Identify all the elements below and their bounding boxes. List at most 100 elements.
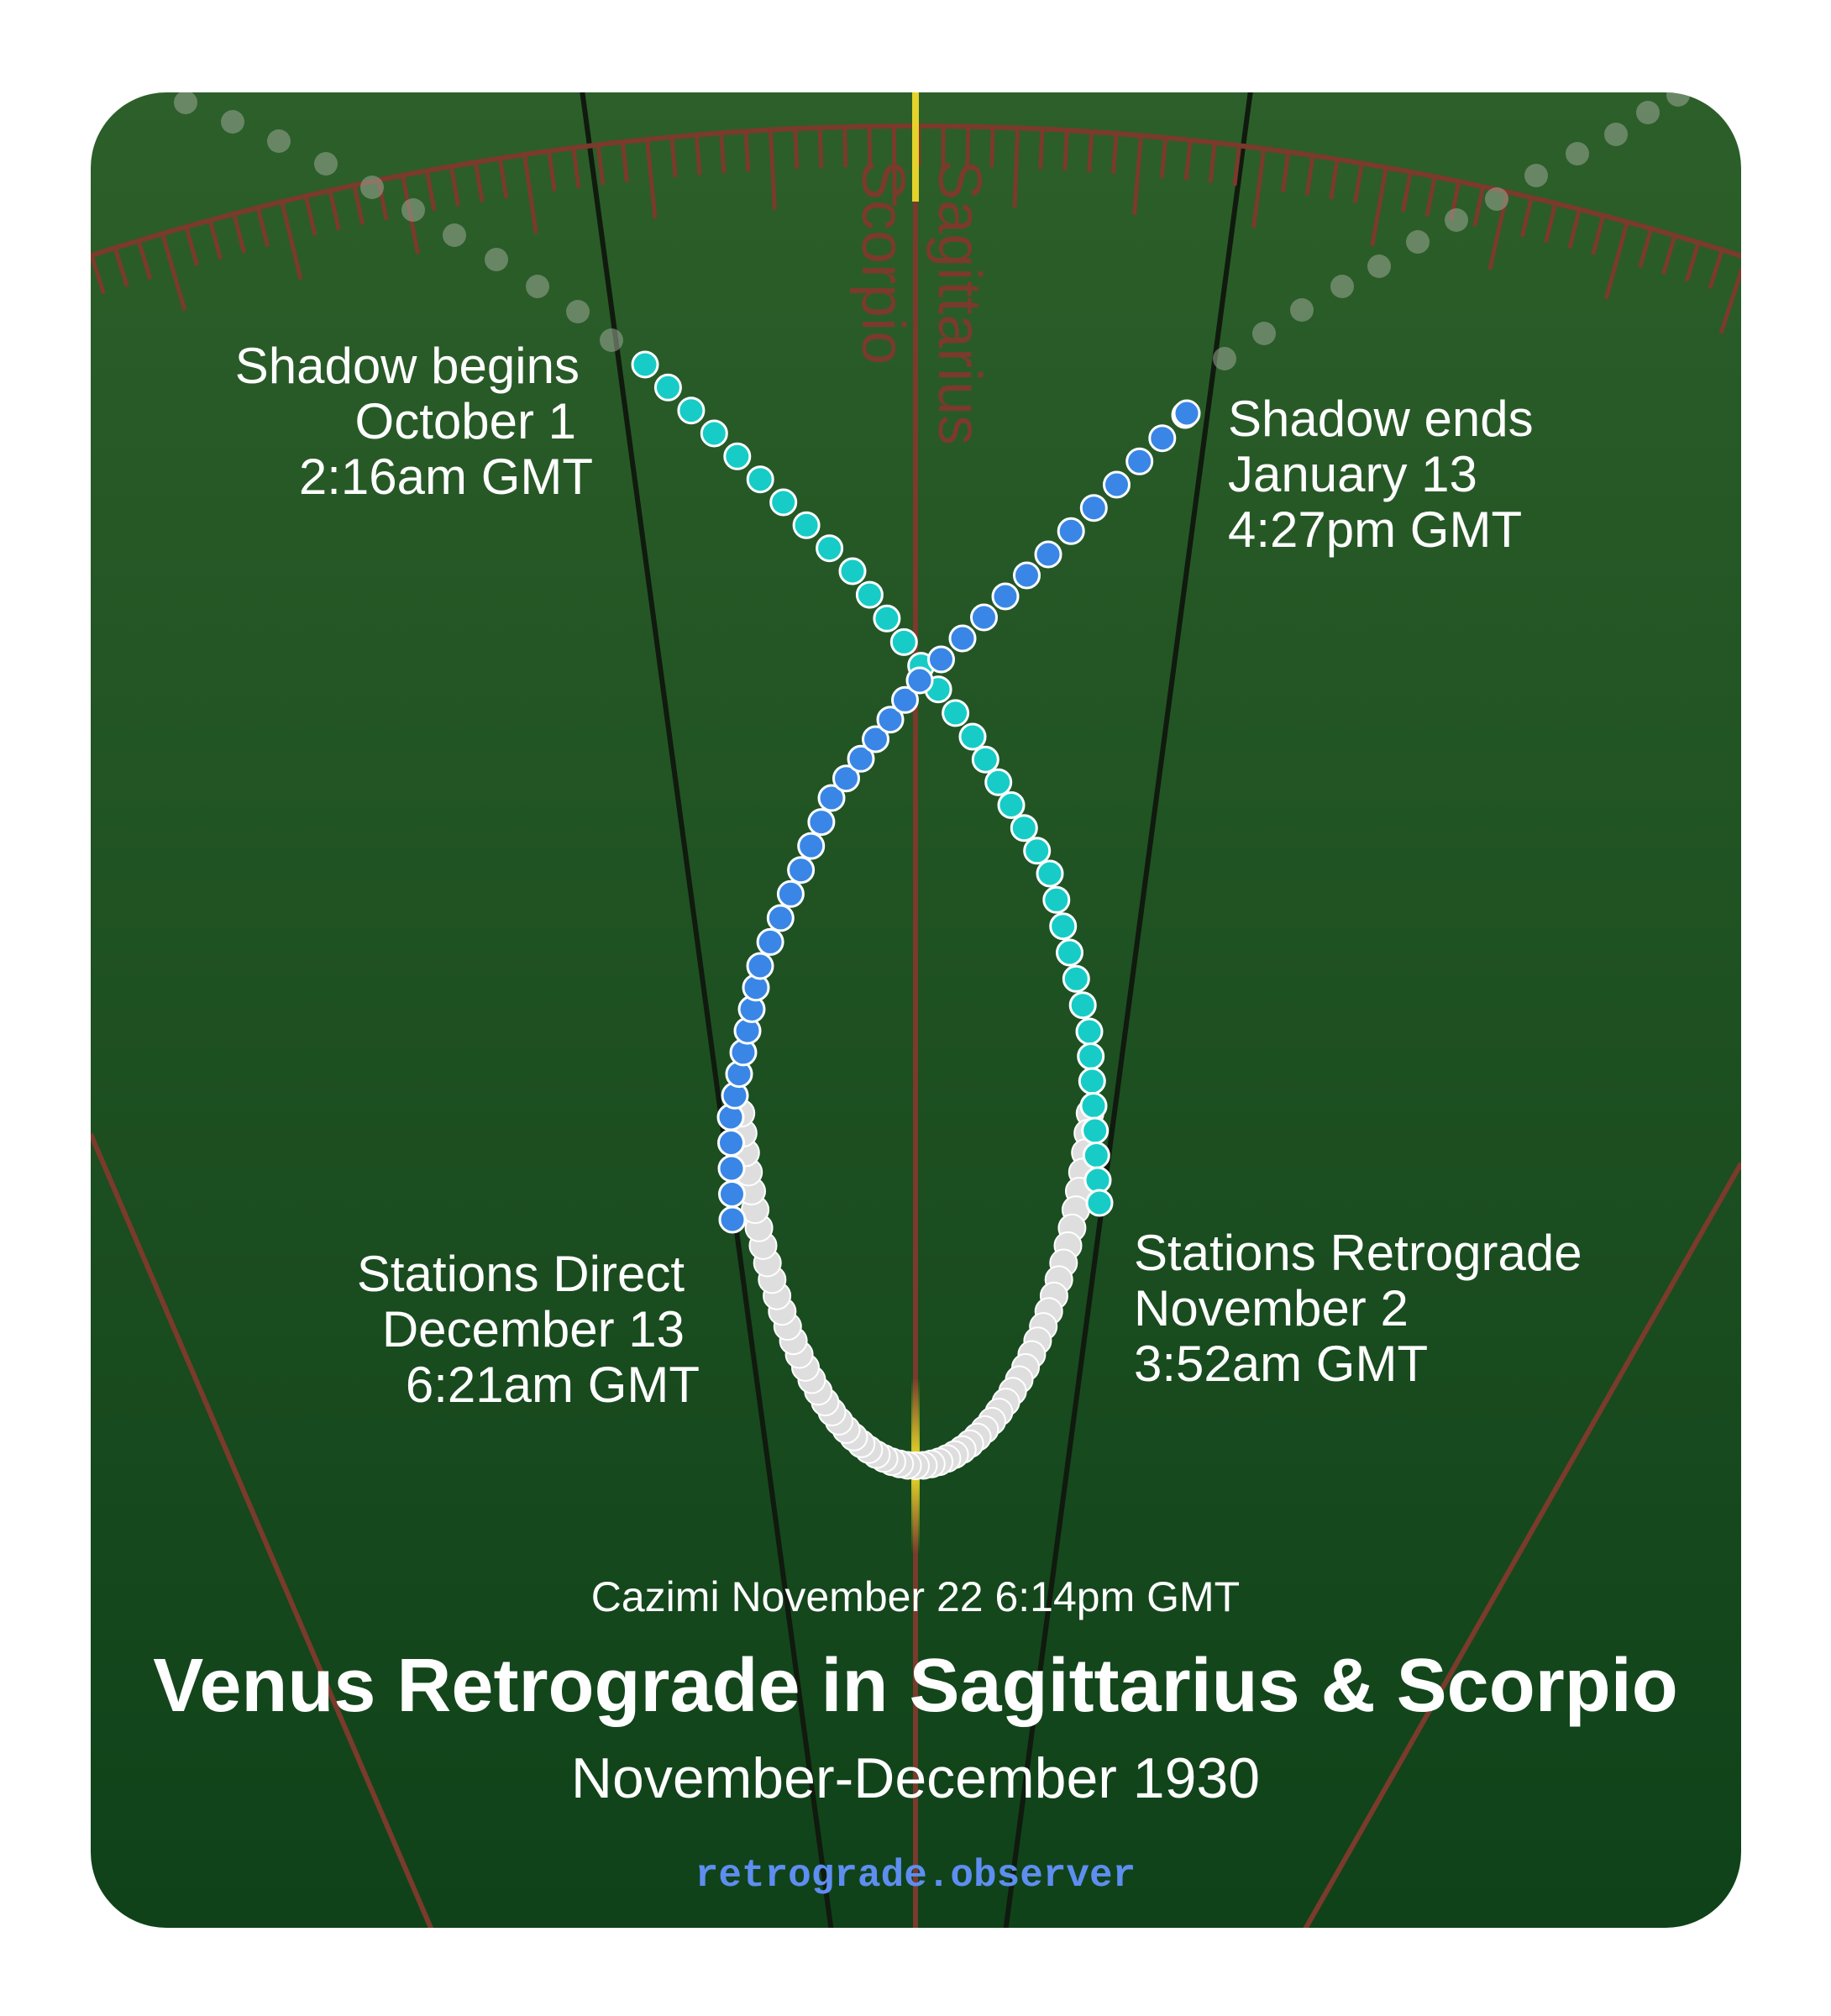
path-dot-pre-shadow — [855, 580, 884, 609]
path-dot-pre-shadow — [1079, 1092, 1108, 1120]
path-dot-pre-shadow — [700, 419, 728, 448]
ecliptic-tick — [1159, 137, 1168, 178]
path-dot-post-shadow — [746, 952, 774, 980]
ecliptic-tick — [91, 255, 107, 295]
ecliptic-tick — [817, 127, 824, 169]
faint-dot — [1524, 164, 1548, 187]
path-dot-post-shadow — [891, 685, 919, 714]
ecliptic-tick — [255, 207, 270, 248]
path-dot-pre-shadow — [1049, 912, 1078, 941]
path-dot-pre-shadow — [1085, 1189, 1114, 1217]
faint-dot — [1252, 322, 1276, 345]
faint-dot — [360, 176, 384, 199]
path-dot-post-shadow — [847, 744, 875, 773]
ecliptic-tick — [207, 219, 223, 260]
path-dot-pre-shadow — [1068, 991, 1097, 1020]
ecliptic-tick — [303, 195, 317, 236]
ecliptic-tick — [941, 126, 946, 167]
cazimi-label: Cazimi November 22 6:14pm GMT — [591, 1573, 1240, 1620]
ecliptic-tick — [1251, 148, 1267, 228]
path-dot-pre-shadow — [997, 791, 1026, 819]
path-dot-post-shadow — [717, 1129, 745, 1157]
faint-dot — [1213, 347, 1236, 370]
ecliptic-tick — [595, 144, 606, 186]
stations-retrograde-date: November 2 — [1134, 1280, 1409, 1336]
label-stations-direct: Stations Direct December 13 6:21am GMT — [357, 1246, 700, 1413]
shadow-ends-time: 4:27pm GMT — [1228, 501, 1522, 558]
path-dot-pre-shadow — [723, 442, 752, 470]
path-dot-pre-shadow — [1078, 1067, 1106, 1095]
stations-direct-date: December 13 — [382, 1301, 685, 1357]
ecliptic-tick — [497, 158, 509, 199]
ecliptic-tick — [184, 226, 200, 266]
path-dot-post-shadow — [766, 904, 795, 932]
path-dot-pre-shadow — [631, 350, 659, 379]
boundary-line-left — [579, 92, 834, 1928]
path-dot-pre-shadow — [971, 745, 999, 774]
ecliptic-tick — [68, 263, 81, 302]
faint-dot — [401, 198, 425, 222]
faint-dot — [1636, 101, 1660, 124]
faint-dot — [221, 110, 244, 134]
faint-dot — [1367, 255, 1391, 278]
ecliptic-tick — [1591, 214, 1606, 255]
path-dot-pre-shadow — [889, 627, 918, 656]
path-dot-post-shadow — [991, 582, 1020, 611]
ecliptic-tick — [280, 201, 303, 281]
path-dot-post-shadow — [970, 603, 998, 632]
ecliptic-tick — [989, 127, 995, 168]
page-title: Venus Retrograde in Sagittarius & Scorpi… — [153, 1644, 1677, 1728]
ecliptic-tick — [1708, 249, 1724, 290]
ecliptic-tick — [1038, 129, 1045, 170]
faint-dot — [566, 300, 590, 323]
shadow-begins-time: 2:16am GMT — [299, 449, 593, 505]
page-subtitle: November-December 1930 — [571, 1746, 1260, 1810]
path-dot-pre-shadow — [1083, 1166, 1112, 1194]
ecliptic-tick — [1012, 128, 1020, 208]
ecliptic-tick — [891, 126, 897, 207]
ecliptic-tick — [1684, 242, 1701, 282]
label-shadow-ends: Shadow ends January 13 4:27pm GMT — [1228, 391, 1534, 558]
path-dot-post-shadow — [1148, 424, 1177, 453]
ecliptic-tick — [1304, 155, 1315, 196]
path-dot-post-shadow — [787, 856, 816, 885]
ecliptic-tick — [1352, 162, 1364, 204]
sign-label-scorpio: Scorpio — [849, 160, 916, 365]
ecliptic-tick — [328, 190, 341, 231]
path-dot-post-shadow — [797, 832, 826, 860]
path-dot-post-shadow — [1125, 447, 1154, 475]
path-dot-pre-shadow — [1056, 938, 1083, 967]
stations-retrograde-time: 3:52am GMT — [1134, 1336, 1428, 1392]
path-dot-pre-shadow — [653, 373, 682, 402]
ecliptic-tick — [645, 139, 658, 219]
path-dot-post-shadow — [718, 1205, 747, 1234]
ecliptic-tick — [473, 161, 485, 202]
faint-dot — [174, 92, 197, 114]
path-dot-pre-shadow — [1036, 859, 1064, 888]
path-dot-pre-shadow — [1023, 837, 1052, 865]
path-dot-post-shadow — [948, 624, 977, 653]
path-dot-pre-shadow — [873, 604, 901, 633]
path-dot-post-shadow — [832, 764, 860, 793]
ecliptic-tick — [1132, 135, 1143, 216]
venus-path-dots — [631, 350, 1201, 1480]
faint-dot — [1330, 275, 1354, 298]
ecliptic-tick — [1519, 197, 1534, 238]
path-dot-post-shadow — [776, 879, 805, 908]
path-dot-pre-shadow — [838, 557, 867, 585]
path-dot-pre-shadow — [1077, 1042, 1105, 1070]
faint-dot — [1290, 298, 1314, 322]
sign-boundary-lines — [91, 92, 1741, 1928]
ecliptic-tick — [136, 239, 153, 281]
ecliptic-tick — [719, 133, 727, 174]
ecliptic-tick — [352, 185, 365, 226]
boundary-line-right — [1003, 92, 1254, 1928]
path-dot-post-shadow — [756, 927, 784, 956]
shadow-begins-date: October 1 — [355, 393, 576, 449]
ecliptic-tick — [113, 247, 129, 287]
path-dot-pre-shadow — [746, 465, 774, 494]
ecliptic-tick — [522, 154, 538, 234]
path-dot-pre-shadow — [1075, 1017, 1104, 1046]
ecliptic-tick — [1544, 202, 1558, 244]
ecliptic-tick — [45, 271, 71, 347]
